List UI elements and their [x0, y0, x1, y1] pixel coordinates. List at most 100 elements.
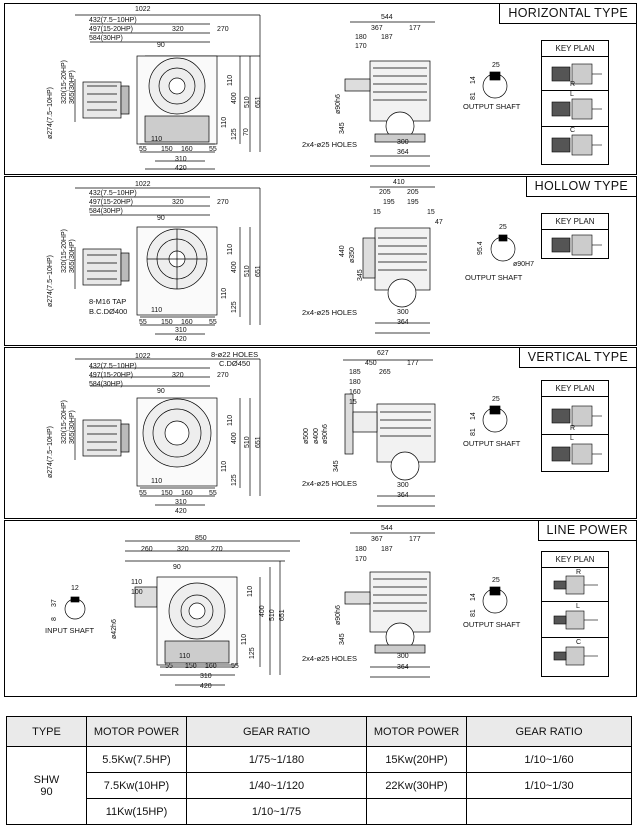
side-dim-top: 410: [393, 179, 405, 186]
key-plan-label-r: R: [576, 569, 582, 576]
gear-unit-icon: [553, 610, 598, 630]
side-dim-shaft: ø90h6: [335, 605, 342, 625]
side-holes-label: 2x4-ø25 HOLES: [302, 140, 358, 149]
cell-gear-ratio: 1/40~1/120: [186, 772, 367, 799]
front-view-drawing: [125, 540, 300, 686]
dim-b-160: 160: [205, 663, 217, 670]
spec-table: TYPE MOTOR POWER GEAR RATIO MOTOR POWER …: [6, 716, 632, 825]
shaft-dim-w: 25: [499, 224, 507, 231]
dim-270: 270: [217, 26, 229, 33]
dim-90: 90: [173, 564, 181, 571]
dim-b-150: 150: [161, 490, 173, 497]
dim-v-70: 70: [243, 128, 250, 136]
front-view-drawing: [74, 14, 261, 170]
shaft-dim-w: 25: [492, 577, 500, 584]
dim-v-125: 125: [231, 128, 238, 140]
dim-100: 100: [131, 589, 143, 596]
dim-b-310: 310: [200, 673, 212, 680]
panel-vertical-type: VERTICAL TYPE 1022 432(7.5~10HP) 497(15-…: [4, 347, 637, 519]
gear-unit-icon: [551, 405, 602, 427]
key-plan-c: C: [542, 127, 608, 163]
dim-v-510: 510: [244, 96, 251, 108]
type-line1: SHW: [33, 773, 60, 786]
shaft-dim-h2: 81: [470, 92, 477, 100]
side-dim-d: 187: [381, 34, 393, 41]
side-dim-a: 450: [365, 360, 377, 367]
dim-b-150: 150: [161, 319, 173, 326]
dim-b-310: 310: [175, 499, 187, 506]
output-shaft-drawing: [482, 71, 508, 99]
panel-title: HOLLOW TYPE: [525, 176, 637, 197]
dim-v-125: 125: [231, 301, 238, 313]
output-shaft-drawing: [482, 405, 508, 433]
key-plan: KEY PLAN R L C: [541, 551, 609, 677]
side-dim-364: 364: [397, 149, 409, 156]
dim-v-510: 510: [244, 436, 251, 448]
side-dim-g: 47: [435, 219, 443, 226]
dim-v-110b: 110: [221, 460, 228, 472]
side-dim-b: 177: [409, 25, 421, 32]
table-header-row: TYPE MOTOR POWER GEAR RATIO MOTOR POWER …: [6, 716, 632, 747]
table-row: SHW 90 5.5Kw(7.5HP) 1/75~1/180 15Kw(20HP…: [6, 746, 632, 825]
panel-hollow-type: HOLLOW TYPE 1022 432(7.5~10HP) 497(15: [4, 176, 637, 346]
side-dim-300: 300: [397, 309, 409, 316]
dim-260: 260: [141, 546, 153, 553]
gear-unit-icon: [553, 575, 598, 595]
output-shaft-label: OUTPUT SHAFT: [465, 273, 523, 282]
tap-label: 8-M16 TAP: [89, 297, 127, 306]
dim-b-160: 160: [181, 490, 193, 497]
dim-v-110b: 110: [241, 633, 248, 645]
side-dim-e: 15: [373, 209, 381, 216]
cell-gear-ratio: 1/75~1/180: [186, 746, 367, 773]
dim-110: 110: [131, 579, 143, 586]
dim-320: 320: [177, 546, 189, 553]
key-plan-title: KEY PLAN: [542, 41, 608, 57]
side-dim-d: 187: [381, 546, 393, 553]
side-dim-h: 345: [357, 269, 364, 281]
side-dim-c: 185: [349, 369, 361, 376]
shaft-dim-w: 25: [492, 396, 500, 403]
panel-title: HORIZONTAL TYPE: [499, 3, 637, 24]
top-holes-cd-label: C.DØ450: [219, 359, 251, 368]
th-type: TYPE: [6, 716, 87, 747]
side-dim-f: 160: [349, 389, 361, 396]
cell-gear-ratio: 1/10~1/30: [466, 772, 632, 799]
type-cell: SHW 90: [6, 746, 87, 825]
dim-v-651: 651: [255, 436, 262, 448]
dim-v-365: 365(30HP): [69, 410, 76, 444]
dim-b-420: 420: [175, 508, 187, 515]
dim-b-55b: 55: [209, 319, 217, 326]
dim-b-160: 160: [181, 319, 193, 326]
dim-overall: 850: [195, 535, 207, 542]
side-view-drawing: [362, 186, 435, 334]
side-dim-364: 364: [397, 664, 409, 671]
side-dim-b: 177: [409, 536, 421, 543]
cell-motor-power: [366, 798, 467, 825]
front-view-drawing: [74, 358, 261, 506]
dim-90: 90: [157, 388, 165, 395]
key-plan: KEY PLAN: [541, 213, 609, 259]
panel-line-power: LINE POWER 850 260 320 270 90 110 100 ø4…: [4, 520, 637, 697]
key-plan-l: L: [542, 435, 608, 473]
cell-gear-ratio: [466, 798, 632, 825]
side-dim-500: ø500: [303, 428, 310, 444]
shaft-bore: ø90H7: [513, 261, 535, 268]
dim-v-110a: 110: [247, 585, 254, 597]
side-dim-c: 195: [383, 199, 395, 206]
dim-b-420: 420: [175, 165, 187, 172]
side-dim-a: 205: [379, 189, 391, 196]
side-dim-400: ø400: [313, 428, 320, 444]
tap-bcd-label: B.C.DØ400: [89, 307, 128, 316]
side-dim-a: 367: [371, 536, 383, 543]
dim-v-274: ø274(7.5~10HP): [47, 255, 54, 307]
side-dim-f: 15: [427, 209, 435, 216]
gear-unit-icon: [551, 98, 602, 120]
side-dim-shaft: ø90h6: [322, 424, 329, 444]
dim-b-150: 150: [185, 663, 197, 670]
dim-b-310: 310: [175, 156, 187, 163]
dim-b-110: 110: [179, 653, 191, 660]
key-plan-l: L: [542, 602, 608, 638]
side-dim-364: 364: [397, 492, 409, 499]
dim-b-55a: 55: [139, 146, 147, 153]
key-plan: KEY PLAN R L: [541, 380, 609, 472]
